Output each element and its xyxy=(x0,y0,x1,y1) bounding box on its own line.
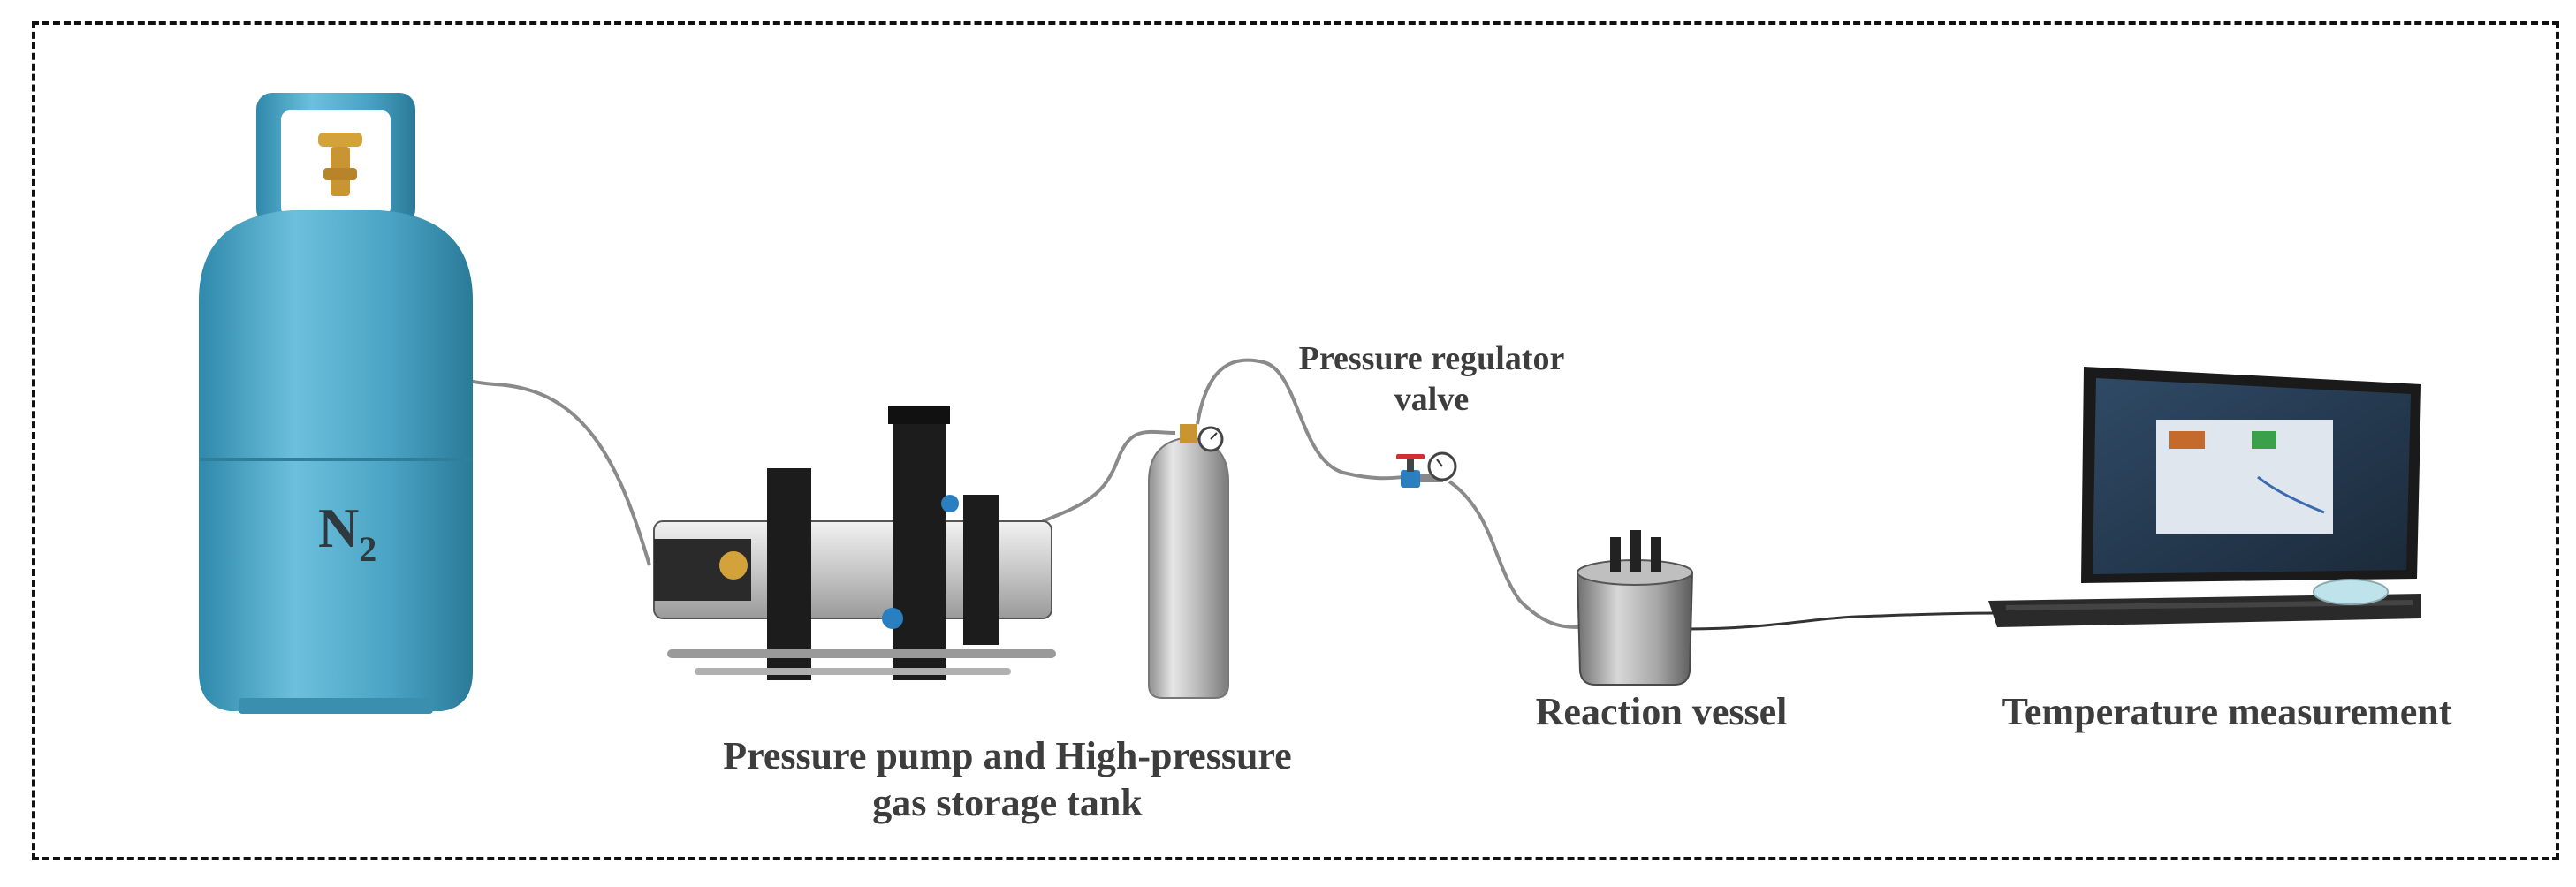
temperature-measurement-label: Temperature measurement xyxy=(2002,690,2452,733)
brass-valve-icon xyxy=(318,133,362,196)
regulator-label-line1: Pressure regulator xyxy=(1298,340,1565,377)
pump-label-line1: Pressure pump and High-pressure xyxy=(723,734,1292,777)
pump-label-line2: gas storage tank xyxy=(872,780,1143,824)
reaction-vessel xyxy=(1576,530,1694,686)
gas-tubing xyxy=(336,189,1998,631)
pressure-regulator-valve xyxy=(1396,451,1457,488)
n2-main: N xyxy=(318,497,360,559)
regulator-label-line2: valve xyxy=(1394,380,1470,418)
gas-storage-tank xyxy=(1148,424,1229,699)
pressure-gauge-icon xyxy=(1197,426,1224,452)
dashed-border-frame xyxy=(32,21,2559,860)
reaction-vessel-label: Reaction vessel xyxy=(1535,690,1788,733)
regulator-label: Pressure regulator valve xyxy=(1255,339,1608,420)
pressure-pump xyxy=(653,406,1056,680)
pump-tank-label: Pressure pump and High-pressure gas stor… xyxy=(689,733,1326,827)
n2-gas-cylinder xyxy=(199,93,473,714)
laptop-computer xyxy=(1988,367,2421,627)
regulator-gauge-icon xyxy=(1427,451,1457,481)
n2-subscript: 2 xyxy=(359,529,377,569)
n2-label: N2 xyxy=(318,495,376,571)
